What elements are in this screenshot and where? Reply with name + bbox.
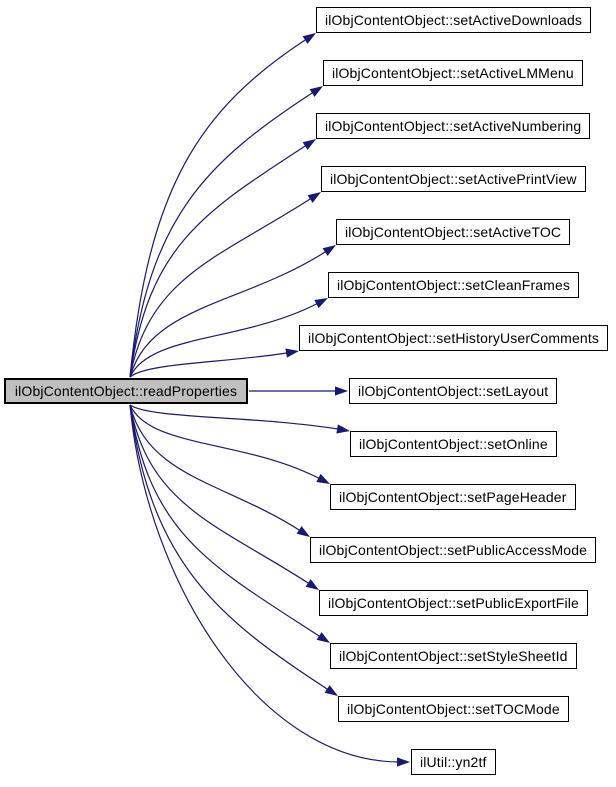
node-setActiveTOC[interactable]: ilObjContentObject::setActiveTOC [336,219,571,245]
node-setActiveDownloads[interactable]: ilObjContentObject::setActiveDownloads [316,7,592,33]
node-setTOCMode[interactable]: ilObjContentObject::setTOCMode [338,696,569,722]
node-setOnline[interactable]: ilObjContentObject::setOnline [350,431,557,457]
node-setPageHeader[interactable]: ilObjContentObject::setPageHeader [330,484,576,510]
node-setHistoryUserComments[interactable]: ilObjContentObject::setHistoryUserCommen… [299,325,609,351]
node-setLayout[interactable]: ilObjContentObject::setLayout [349,378,558,404]
node-setCleanFrames[interactable]: ilObjContentObject::setCleanFrames [328,272,580,298]
node-yn2tf[interactable]: ilUtil::yn2tf [411,749,496,775]
node-setPublicAccessMode[interactable]: ilObjContentObject::setPublicAccessMode [310,537,597,563]
node-setPublicExportFile[interactable]: ilObjContentObject::setPublicExportFile [319,590,588,616]
node-readProperties: ilObjContentObject::readProperties [4,378,248,404]
node-setActiveLMMenu[interactable]: ilObjContentObject::setActiveLMMenu [323,60,583,86]
node-setActiveNumbering[interactable]: ilObjContentObject::setActiveNumbering [316,113,591,139]
node-setActivePrintView[interactable]: ilObjContentObject::setActivePrintView [321,166,586,192]
node-setStyleSheetId[interactable]: ilObjContentObject::setStyleSheetId [330,643,577,669]
